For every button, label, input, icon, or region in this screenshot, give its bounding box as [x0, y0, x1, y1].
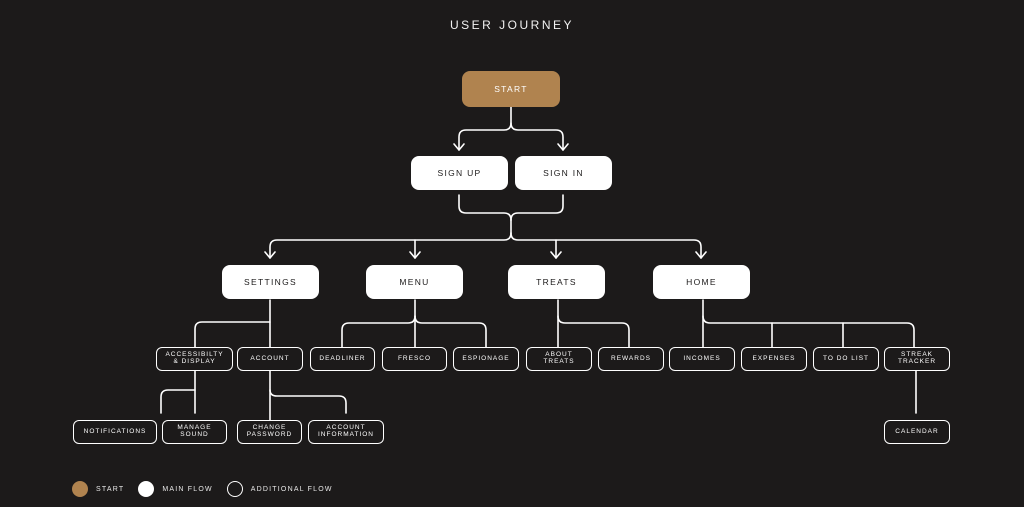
node-label: ABOUT TREATS: [543, 351, 575, 365]
node-sound: MANAGE SOUND: [162, 420, 227, 444]
node-calendar: CALENDAR: [884, 420, 950, 444]
node-label: SETTINGS: [244, 276, 297, 287]
node-label: STREAK TRACKER: [897, 351, 937, 365]
start-swatch-icon: [72, 481, 88, 497]
legend-label: START: [96, 485, 125, 493]
node-home: HOME: [653, 265, 750, 299]
node-incomes: INCOMES: [669, 347, 735, 371]
connector-line: [269, 389, 347, 414]
arrowhead-icon: [695, 251, 707, 259]
node-fresco: FRESCO: [382, 347, 447, 371]
arrowhead-icon: [550, 251, 562, 259]
connector-line: [510, 194, 564, 221]
connector-line: [269, 232, 512, 259]
node-label: FRESCO: [397, 354, 432, 362]
node-label: SIGN UP: [437, 167, 482, 178]
node-label: EXPENSES: [752, 354, 796, 362]
node-todo: TO DO LIST: [813, 347, 879, 371]
arrowhead-icon: [264, 251, 276, 259]
node-signup: SIGN UP: [411, 156, 508, 190]
arrowhead-icon: [557, 143, 569, 151]
node-label: TO DO LIST: [823, 354, 869, 362]
connector-line: [510, 122, 564, 151]
node-notifications: NOTIFICATIONS: [73, 420, 157, 444]
connector-line: [510, 232, 702, 259]
node-accinfo: ACCOUNT INFORMATION: [308, 420, 384, 444]
node-label: START: [494, 83, 528, 94]
connector-line: [702, 315, 915, 348]
connector-line: [458, 106, 512, 151]
node-espionage: ESPIONAGE: [453, 347, 519, 371]
node-streak: STREAK TRACKER: [884, 347, 950, 371]
node-label: MANAGE SOUND: [177, 424, 212, 438]
connector-line: [341, 299, 416, 348]
node-account: ACCOUNT: [237, 347, 303, 371]
connector-line: [458, 194, 512, 221]
node-expenses: EXPENSES: [741, 347, 807, 371]
node-label: HOME: [686, 276, 717, 287]
node-label: REWARDS: [611, 354, 651, 362]
arrowhead-icon: [453, 143, 465, 151]
node-about: ABOUT TREATS: [526, 347, 592, 371]
node-label: ACCESSIBILTY & DISPLAY: [165, 351, 224, 365]
legend: START MAIN FLOW ADDITIONAL FLOW: [72, 480, 347, 498]
connector-line: [160, 370, 196, 414]
additional-flow-swatch-icon: [226, 481, 243, 497]
node-signin: SIGN IN: [515, 156, 612, 190]
node-start: START: [462, 71, 560, 107]
node-label: INCOMES: [683, 354, 721, 362]
diagram-title: USER JOURNEY: [449, 18, 574, 32]
connector-line: [414, 315, 487, 348]
node-label: ACCOUNT INFORMATION: [317, 424, 374, 438]
main-flow-swatch-icon: [138, 481, 155, 497]
node-label: NOTIFICATIONS: [83, 427, 147, 435]
connector-line: [557, 315, 630, 348]
legend-label: ADDITIONAL FLOW: [250, 485, 333, 493]
node-label: CHANGE PASSWORD: [246, 424, 293, 438]
arrowhead-icon: [409, 251, 421, 259]
legend-item-additional-flow: ADDITIONAL FLOW: [226, 481, 333, 497]
node-menu: MENU: [366, 265, 463, 299]
node-settings: SETTINGS: [222, 265, 319, 299]
node-label: CALENDAR: [895, 427, 939, 435]
legend-item-start: START: [72, 481, 124, 497]
node-label: DEADLINER: [319, 354, 366, 362]
node-access: ACCESSIBILTY & DISPLAY: [156, 347, 233, 371]
legend-label: MAIN FLOW: [162, 485, 213, 493]
node-label: ESPIONAGE: [462, 354, 510, 362]
node-label: ACCOUNT: [250, 354, 290, 362]
node-label: TREATS: [536, 276, 577, 287]
legend-item-main-flow: MAIN FLOW: [138, 481, 212, 497]
node-rewards: REWARDS: [598, 347, 664, 371]
node-label: MENU: [399, 276, 430, 287]
node-password: CHANGE PASSWORD: [237, 420, 302, 444]
node-treats: TREATS: [508, 265, 605, 299]
node-deadliner: DEADLINER: [310, 347, 375, 371]
node-label: SIGN IN: [543, 167, 584, 178]
connector-line: [194, 299, 271, 348]
